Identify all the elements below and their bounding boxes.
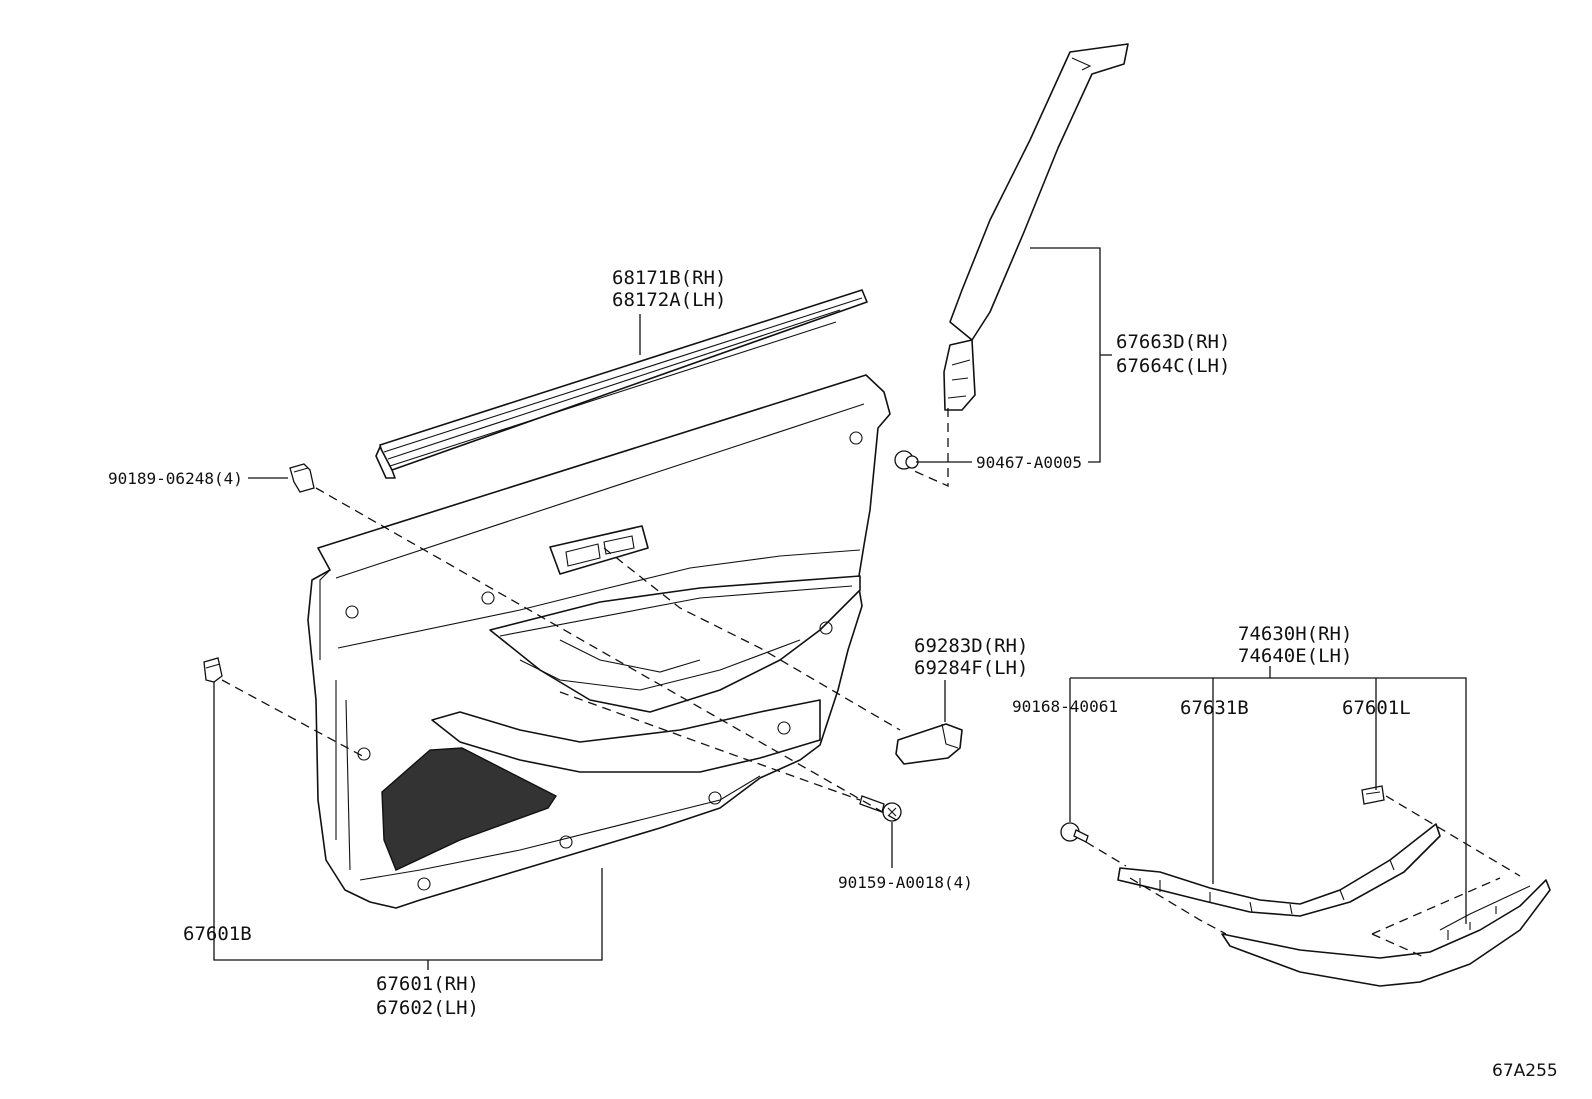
diagram-reference: 67A255: [1492, 1061, 1558, 1081]
speaker-grille: [381, 747, 558, 871]
armrest-assembly[interactable]: [1221, 879, 1551, 987]
armrest-base-panel[interactable]: [1117, 823, 1441, 917]
dashed-assembly-lines: [221, 408, 1521, 959]
clip-90467-icon[interactable]: [894, 450, 919, 470]
label-screw-90159[interactable]: 90159-A0018(4): [838, 873, 973, 892]
label-clip-90189[interactable]: 90189-06248(4): [108, 469, 243, 488]
label-handle-cover-lh[interactable]: 69284F(LH): [914, 657, 1028, 679]
label-armrest-assy-lh[interactable]: 74640E(LH): [1238, 645, 1352, 667]
label-clip-67601b[interactable]: 67601B: [183, 923, 252, 945]
screw-90159-icon[interactable]: [859, 795, 902, 822]
label-door-panel-rh[interactable]: 67601(RH): [376, 973, 479, 995]
label-pillar-garnish-rh[interactable]: 67663D(RH): [1116, 331, 1230, 353]
door-belt-weatherstrip[interactable]: [375, 289, 868, 479]
clip-67601l-icon[interactable]: [1361, 785, 1385, 805]
label-clip-90467[interactable]: 90467-A0005: [976, 453, 1082, 472]
inside-handle-cover[interactable]: [895, 723, 963, 765]
clip-90189-icon[interactable]: [289, 463, 315, 493]
label-door-panel-lh[interactable]: 67602(LH): [376, 997, 479, 1019]
front-pillar-garnish[interactable]: [943, 43, 1129, 411]
clip-67601b-icon[interactable]: [203, 657, 223, 683]
label-screw-90168[interactable]: 90168-40061: [1012, 697, 1118, 716]
part-labels: 68171B(RH) 68172A(LH) 67663D(RH) 67664C(…: [108, 267, 1558, 1081]
label-armrest-assy-rh[interactable]: 74630H(RH): [1238, 623, 1352, 645]
label-weatherstrip-lh[interactable]: 68172A(LH): [612, 289, 726, 311]
label-weatherstrip-rh[interactable]: 68171B(RH): [612, 267, 726, 289]
label-clip-67601l[interactable]: 67601L: [1342, 697, 1411, 719]
label-pillar-garnish-lh[interactable]: 67664C(LH): [1116, 355, 1230, 377]
label-handle-cover-rh[interactable]: 69283D(RH): [914, 635, 1028, 657]
label-base-67631b[interactable]: 67631B: [1180, 697, 1249, 719]
screw-90168-icon[interactable]: [1060, 822, 1089, 843]
front-door-trim-panel[interactable]: [307, 374, 891, 909]
leader-lines: [213, 247, 1467, 970]
